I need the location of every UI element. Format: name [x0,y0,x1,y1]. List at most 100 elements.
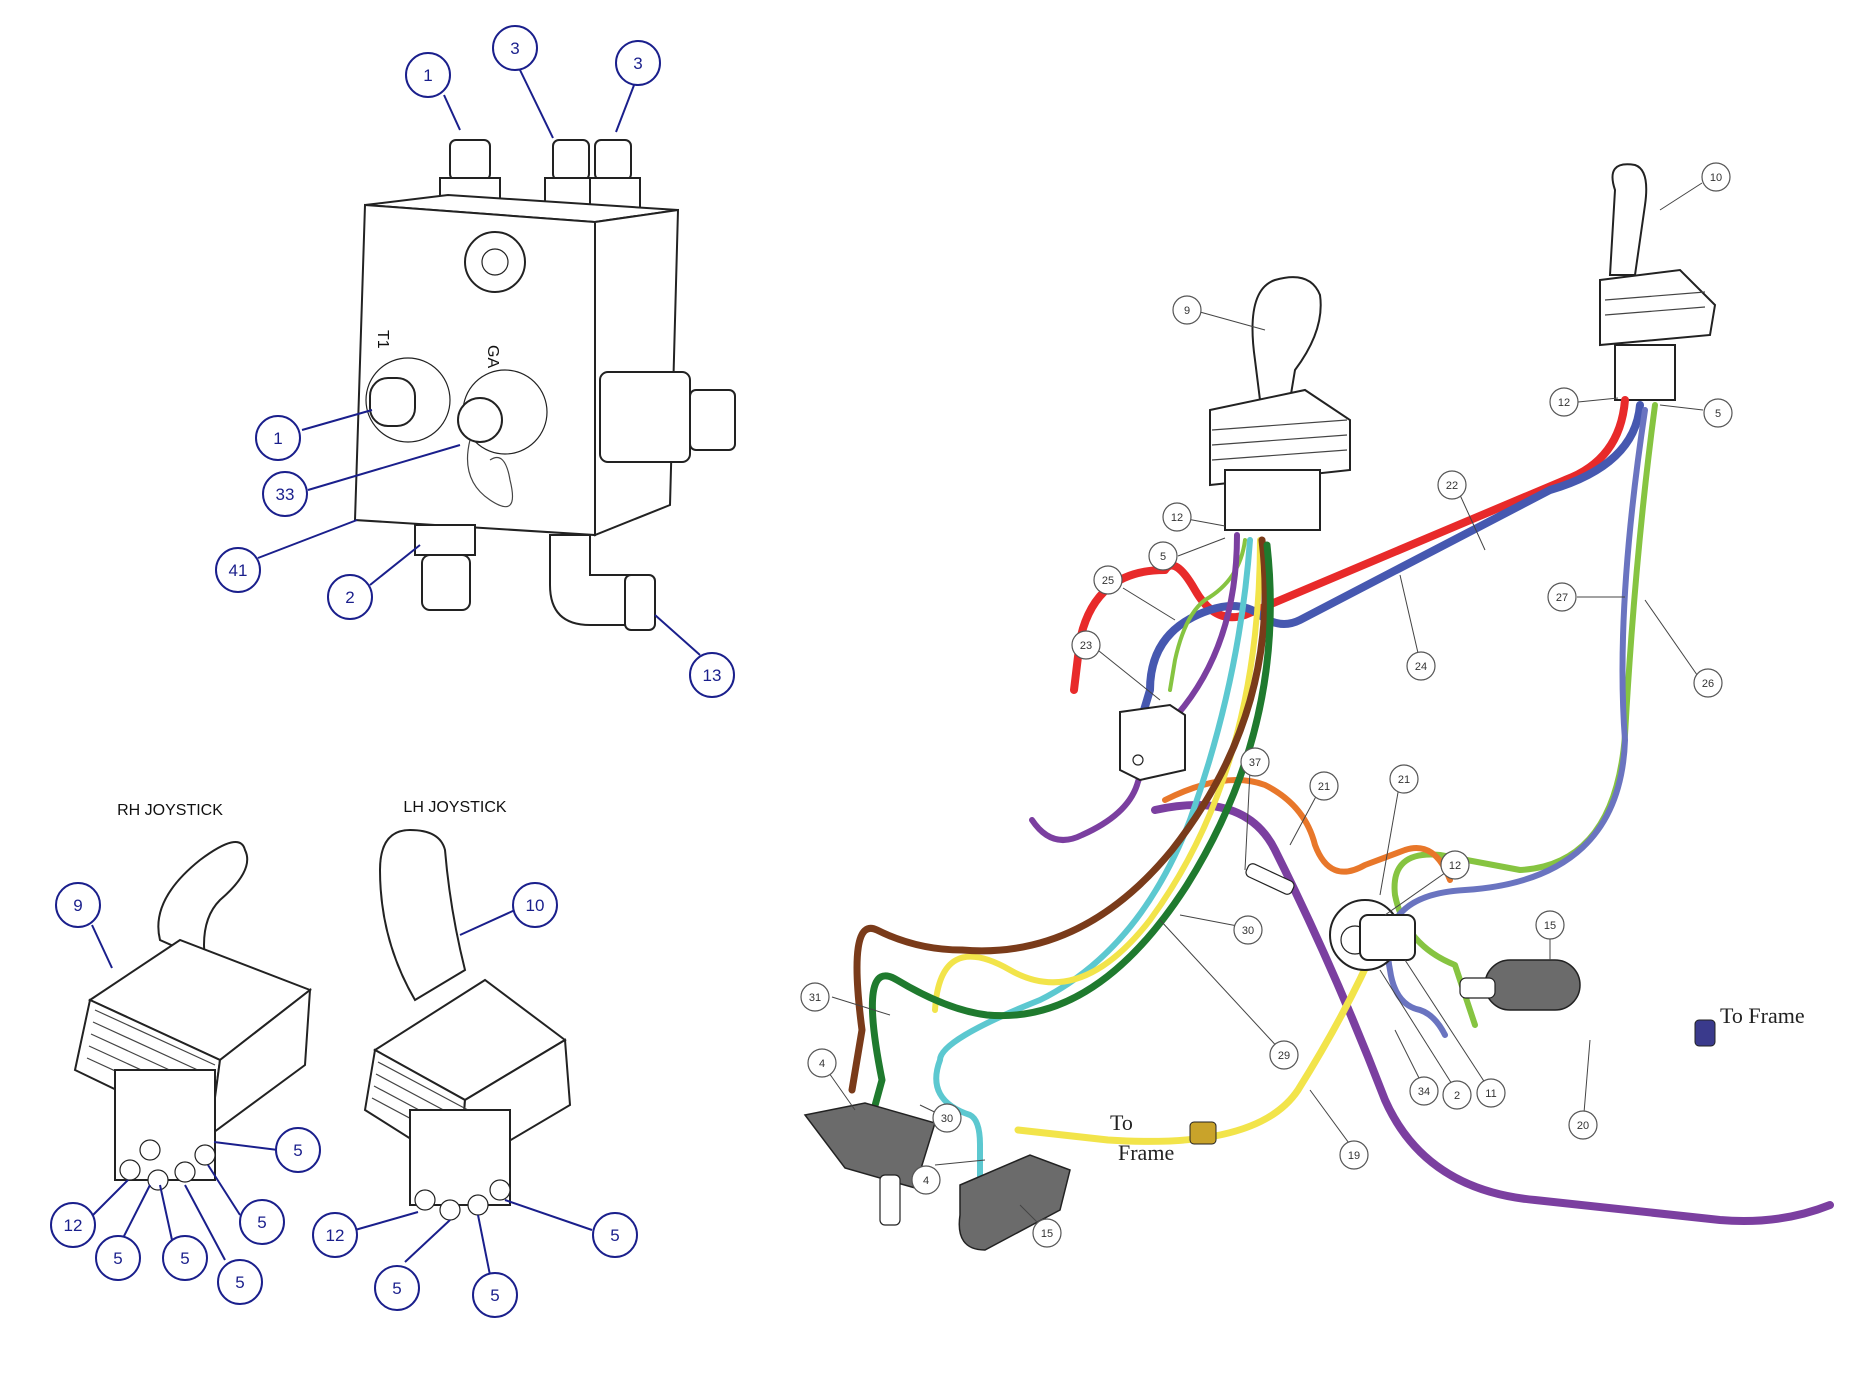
callout-asm-31: 31 [800,982,830,1012]
callout-asm-30-bottom: 30 [932,1103,962,1133]
valve-callouts: 1 3 3 1 33 41 2 13 [215,25,735,698]
svg-text:1: 1 [273,429,282,448]
callout-lh-5-c: 5 [592,1212,638,1258]
svg-text:23: 23 [1080,640,1092,652]
callout-asm-12-mid: 12 [1440,850,1470,880]
assembly-leaders [821,182,1704,1234]
rh-joystick-heading: RH JOYSTICK [117,802,223,819]
hose-lavender [1384,407,1648,1038]
assembly-callouts: 10 9 12 5 22 12 5 25 27 24 23 26 37 21 2… [800,162,1733,1248]
cylinder-lower-left [803,1102,936,1226]
svg-text:5: 5 [180,1249,189,1268]
callout-valve-2: 2 [327,574,373,620]
svg-text:21: 21 [1318,781,1330,793]
svg-text:22: 22 [1446,480,1458,492]
callout-asm-12-left: 12 [1162,502,1192,532]
lh-leaders [354,909,593,1276]
svg-text:30: 30 [1242,925,1254,937]
fitting-37 [1245,863,1295,895]
callout-asm-15-bottom: 15 [1032,1218,1062,1248]
callout-lh-5-a: 5 [374,1265,420,1311]
svg-text:10: 10 [1710,172,1722,184]
svg-text:12: 12 [1171,512,1183,524]
callout-asm-4-top: 4 [807,1048,837,1078]
svg-text:31: 31 [809,992,821,1004]
manifold-block [1119,703,1186,782]
svg-text:5: 5 [392,1279,401,1298]
callout-asm-26: 26 [1693,668,1723,698]
port-t1-label: T1 [374,330,391,349]
left-joystick-top [1209,276,1351,531]
callout-asm-24: 24 [1406,651,1436,681]
hose-brown [848,536,1269,1094]
svg-text:9: 9 [1184,305,1190,317]
svg-text:13: 13 [703,666,722,685]
svg-text:25: 25 [1102,575,1114,587]
callout-asm-2: 2 [1442,1080,1472,1110]
callout-asm-5-left: 5 [1148,541,1178,571]
svg-text:5: 5 [1715,408,1721,420]
callout-asm-4-bottom: 4 [911,1165,941,1195]
callout-rh-5-c: 5 [217,1259,263,1305]
svg-text:21: 21 [1398,774,1410,786]
callout-valve-3-right: 3 [615,40,661,86]
svg-text:11: 11 [1485,1088,1496,1100]
hose-purple-long [1151,801,1834,1225]
valve-leaders [257,69,701,656]
right-joystick-top [1599,163,1717,401]
svg-text:12: 12 [1449,860,1461,872]
callout-rh-12: 12 [50,1202,96,1248]
rh-leaders [89,924,279,1261]
callout-valve-3-left: 3 [492,25,538,71]
callout-asm-21-left: 21 [1309,771,1339,801]
callout-asm-25: 25 [1093,565,1123,595]
callout-asm-15-right: 15 [1535,910,1565,940]
svg-text:1: 1 [423,66,432,85]
svg-text:2: 2 [1454,1090,1460,1102]
callout-rh-5-a: 5 [95,1235,141,1281]
svg-text:5: 5 [113,1249,122,1268]
svg-text:12: 12 [326,1226,345,1245]
svg-text:34: 34 [1418,1086,1430,1098]
callout-asm-29: 29 [1269,1040,1299,1070]
callout-asm-37: 37 [1240,747,1270,777]
callout-asm-34: 34 [1409,1076,1439,1106]
svg-text:15: 15 [1544,920,1556,932]
callout-asm-12-right: 12 [1549,387,1579,417]
svg-text:19: 19 [1348,1150,1360,1162]
svg-text:5: 5 [490,1286,499,1305]
svg-text:4: 4 [923,1175,929,1187]
solenoid-valve [1329,899,1416,971]
svg-text:30: 30 [941,1113,953,1125]
callout-lh-5-b: 5 [472,1272,518,1318]
callout-asm-10: 10 [1701,162,1731,192]
svg-text:15: 15 [1041,1228,1053,1240]
lh-joystick [363,828,572,1221]
to-frame-right-label: To Frame [1720,1003,1805,1028]
hose-blue [1140,401,1644,714]
hose-yellow-to-frame [1014,936,1382,1145]
callout-rh-5-b: 5 [162,1235,208,1281]
rh-callouts: 9 5 12 5 5 5 5 [50,882,321,1305]
svg-text:5: 5 [610,1226,619,1245]
svg-text:37: 37 [1249,757,1261,769]
rh-joystick [73,841,313,1191]
svg-text:20: 20 [1577,1120,1589,1132]
callout-valve-1-side: 1 [255,415,301,461]
svg-text:41: 41 [229,561,248,580]
svg-text:33: 33 [276,485,295,504]
callout-asm-5-right: 5 [1703,398,1733,428]
lh-joystick-heading: LH JOYSTICK [403,799,506,816]
callout-lh-12: 12 [312,1212,358,1258]
valve-block: T1 GA [353,139,736,631]
svg-text:5: 5 [293,1141,302,1160]
callout-asm-20: 20 [1568,1110,1598,1140]
to-frame-left-line2: Frame [1118,1140,1174,1165]
callout-asm-30-mid: 30 [1233,915,1263,945]
callout-asm-23: 23 [1071,630,1101,660]
callout-valve-1-top: 1 [405,52,451,98]
filter-right [1459,959,1581,1011]
callout-asm-21-right: 21 [1389,764,1419,794]
callout-rh-5-right: 5 [275,1127,321,1173]
